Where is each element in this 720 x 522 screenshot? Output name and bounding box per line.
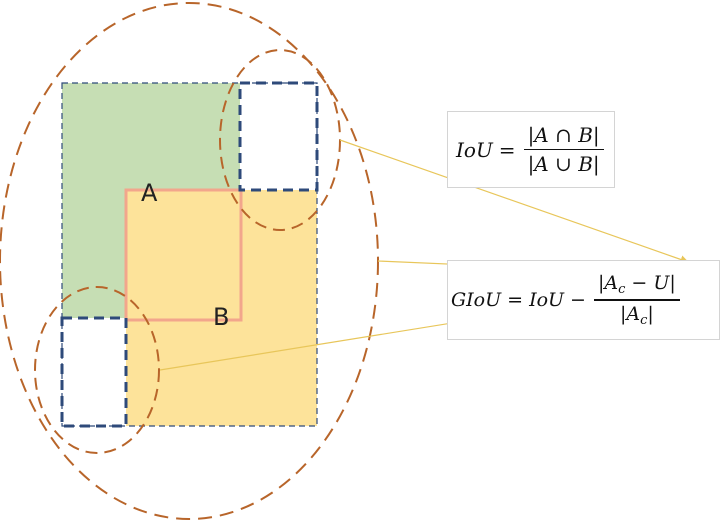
iou-denominator: |A ∪ B|: [527, 152, 600, 177]
giou-minus: −: [570, 289, 586, 311]
iou-equals: =: [498, 137, 516, 162]
box-a-fill: [62, 83, 240, 318]
iou-fraction-bar: [523, 148, 604, 151]
giou-fraction-bar: [593, 299, 680, 301]
enclosing-gap-bottom-left: [62, 318, 126, 426]
arrow-top-right-gap: [339, 139, 689, 264]
box-a-label: A: [141, 179, 158, 207]
giou-fraction: |Ac − U| |Ac|: [593, 270, 680, 330]
intersection-outline: [124, 188, 243, 322]
bottom-left-gap-outline: [60, 316, 128, 428]
enclosing-box-outline: [61, 82, 318, 427]
bottom-left-highlight-ellipse: [34, 286, 160, 454]
enclosing-gap-top-right: [240, 83, 317, 190]
box-b-fill: [126, 190, 317, 426]
iou-lhs: IoU: [456, 137, 493, 162]
giou-iou-term: IoU: [529, 289, 565, 311]
iou-formula: IoU= |A ∩ B| |A ∪ B|: [447, 111, 615, 188]
giou-numerator: |Ac − U|: [597, 272, 676, 298]
iou-numerator: |A ∩ B|: [527, 122, 600, 147]
giou-denominator: |Ac|: [619, 302, 654, 328]
box-b-label: B: [213, 303, 229, 331]
iou-fraction: |A ∩ B| |A ∪ B|: [523, 121, 604, 179]
giou-equals: =: [507, 289, 524, 311]
giou-formula: GIoU=IoU− |Ac − U| |Ac|: [447, 260, 720, 340]
giou-lhs: GIoU: [451, 289, 502, 311]
